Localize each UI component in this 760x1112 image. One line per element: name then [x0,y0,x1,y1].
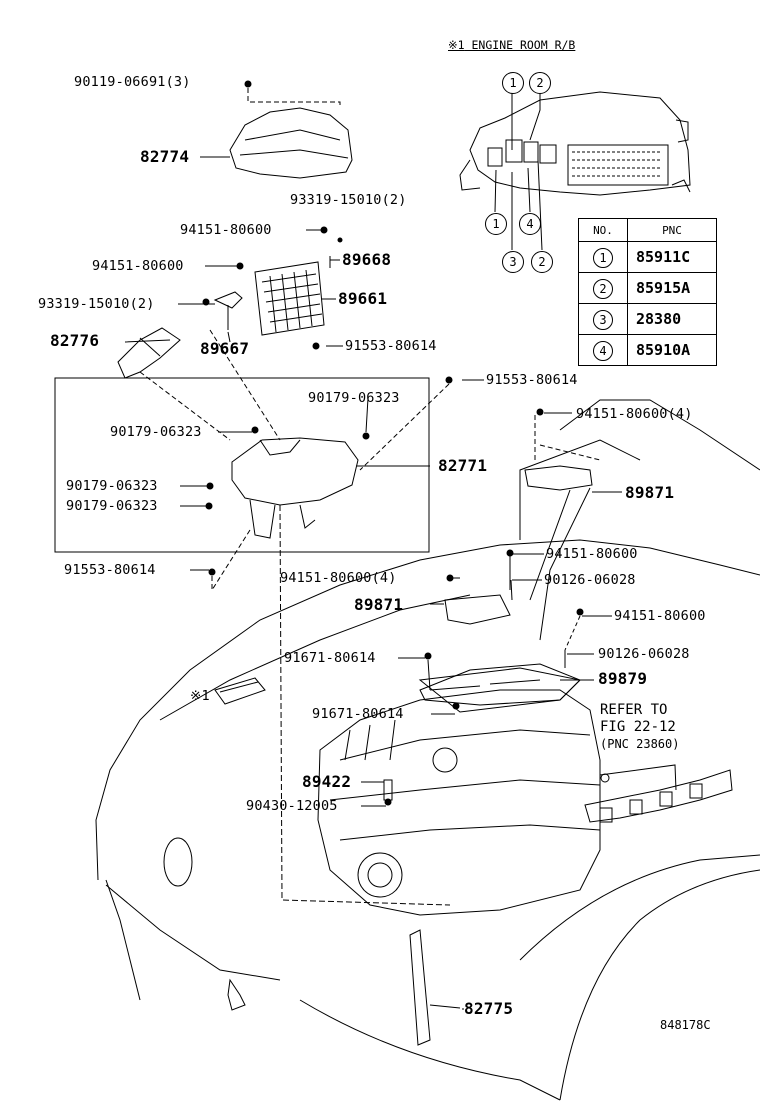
row-pnc: 85911C [627,241,717,273]
part-label-91553-80614-b: 91553-80614 [486,372,578,388]
callout-4-bottom: 4 [519,213,541,235]
col-no-header: NO. [578,218,628,242]
part-label-94151-80600-a: 94151-80600 [180,222,272,238]
part-label-89871-a: 89871 [625,483,675,502]
callout-1-bottom: 1 [485,213,507,235]
part-label-82774: 82774 [140,147,190,166]
callout-2-top: 2 [529,72,551,94]
table-row: 4 85910A [578,334,717,366]
part-label-91553-80614-c: 91553-80614 [64,562,156,578]
figure-id: 848178C [660,1018,711,1032]
part-label-82776: 82776 [50,331,100,350]
callout-3-bottom: 3 [502,251,524,273]
fuse-panel [254,261,325,336]
part-label-94151-80600-c: 94151-80600(4) [576,406,693,422]
row-number: 4 [593,340,613,361]
part-label-89422: 89422 [302,772,352,791]
refer-line-3: (PNC 23860) [600,737,680,751]
relay-block-cover [229,107,353,179]
part-label-91553-80614-a: 91553-80614 [345,338,437,354]
header-title: ENGINE ROOM R/B [471,38,576,52]
part-label-93319-15010-b: 93319-15010(2) [38,296,155,312]
col-pnc-header: PNC [627,218,717,242]
row-pnc: 28380 [627,303,717,335]
table-row: 2 85915A [578,272,717,304]
callout-2-bottom: 2 [531,251,553,273]
part-label-90430-12005: 90430-12005 [246,798,338,814]
part-label-94151-80600-b: 94151-80600 [92,258,184,274]
part-label-93319-15010-a: 93319-15010(2) [290,192,407,208]
engine-room-rb-mark: ※1 [190,688,210,704]
refer-to-note: REFER TO FIG 22-12 (PNC 23860) [600,702,679,753]
part-label-82775: 82775 [464,999,514,1018]
part-label-94151-80600-d: 94151-80600 [546,546,638,562]
pnc-table: NO. PNC 1 85911C 2 85915A 3 28380 4 8591… [578,218,717,366]
refer-line-2: FIG 22-12 [600,719,676,735]
part-label-90126-06028-a: 90126-06028 [544,572,636,588]
part-label-89879: 89879 [598,669,648,688]
pnc-table-header: NO. PNC [578,218,717,242]
part-label-89668: 89668 [342,250,392,269]
refer-line-1: REFER TO [600,702,668,718]
part-label-94151-80600-e: 94151-80600(4) [280,570,397,586]
part-label-90179-06323-b: 90179-06323 [110,424,202,440]
part-label-91671-80614-b: 91671-80614 [312,706,404,722]
part-label-89661: 89661 [338,289,388,308]
relay-block-housing [231,437,359,539]
part-label-91671-80614-a: 91671-80614 [284,650,376,666]
part-label-89871-b: 89871 [354,595,404,614]
part-label-90179-06323-c: 90179-06323 [66,478,158,494]
part-label-89667: 89667 [200,339,250,358]
callout-1-top: 1 [502,72,524,94]
engine-room-rb-header: ※1 ENGINE ROOM R/B [448,38,575,52]
part-label-82771: 82771 [438,456,488,475]
injector-harness [584,764,733,823]
row-number: 2 [593,278,613,299]
part-label-90119-06691: 90119-06691(3) [74,74,191,90]
part-label-90179-06323-a: 90179-06323 [308,390,400,406]
table-row: 1 85911C [578,241,717,273]
row-number: 1 [593,247,613,268]
part-label-90179-06323-d: 90179-06323 [66,498,158,514]
row-pnc: 85910A [627,334,717,366]
table-row: 3 28380 [578,303,717,335]
row-pnc: 85915A [627,272,717,304]
row-number: 3 [593,309,613,330]
note-mark: ※1 [448,38,465,52]
relay-block-housing-frame [54,377,430,553]
engine-room-relay-block [459,91,691,196]
part-label-90126-06028-b: 90126-06028 [598,646,690,662]
part-label-94151-80600-f: 94151-80600 [614,608,706,624]
vehicle-body [95,399,760,1101]
